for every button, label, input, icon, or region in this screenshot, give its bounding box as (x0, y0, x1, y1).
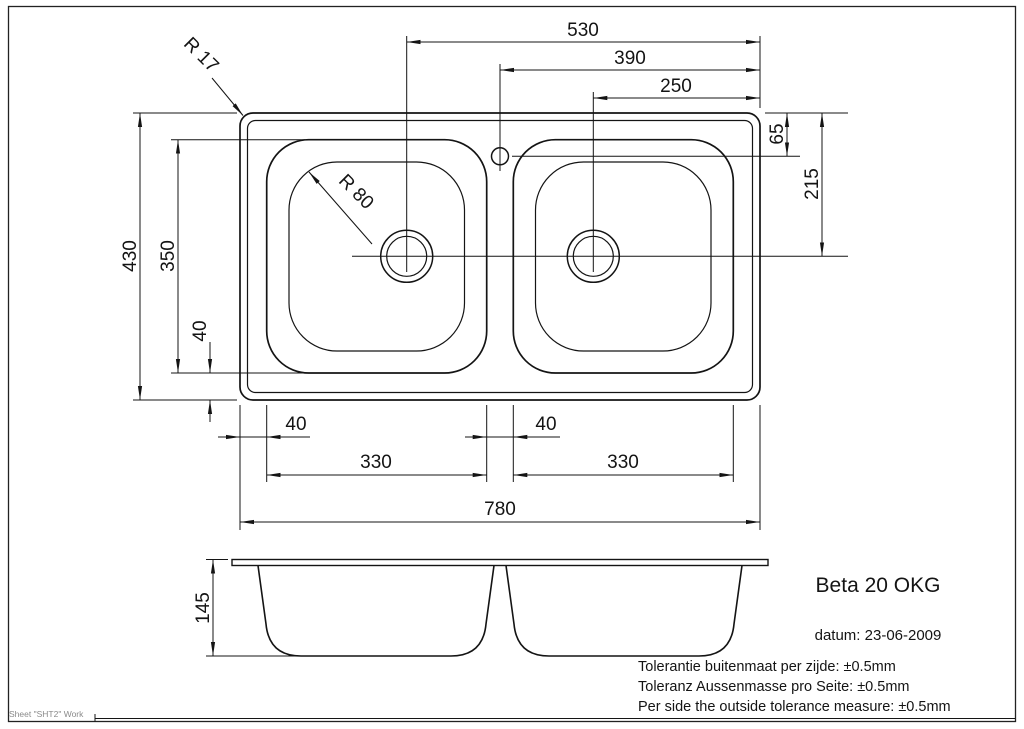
dim-330-right-label: 330 (607, 452, 639, 473)
extension-lines (133, 36, 848, 657)
dim-145-label: 145 (193, 592, 214, 624)
dim-350-label: 350 (158, 240, 179, 272)
sheet-note: Sheet "SHT2" Work (9, 709, 84, 719)
dim-530-label: 530 (567, 20, 599, 41)
side-view-right-bowl (505, 565, 743, 657)
dim-780-label: 780 (484, 499, 516, 520)
product-name: Beta 20 OKG (816, 574, 941, 597)
tolerance-line-en: Per side the outside tolerance measure: … (638, 699, 951, 715)
dim-430-label: 430 (120, 240, 141, 272)
r80-leader-line (308, 171, 373, 245)
dim-215-label: 215 (802, 168, 823, 200)
dim-330-left-label: 330 (360, 452, 392, 473)
side-view-left-bowl (257, 565, 495, 657)
dim-65-label: 65 (767, 123, 788, 144)
dim-250-label: 250 (660, 76, 692, 97)
tolerance-line-nl: Tolerantie buitenmaat per zijde: ±0.5mm (638, 659, 896, 675)
date-label: datum: 23-06-2009 (815, 627, 942, 644)
r17-leader-line (211, 77, 244, 116)
dim-40-left-label: 40 (190, 320, 211, 341)
dim-390-label: 390 (614, 48, 646, 69)
side-view-rim (231, 558, 769, 567)
dim-40-bottomleft-label: 40 (285, 414, 306, 435)
tolerance-line-de: Toleranz Aussenmasse pro Seite: ±0.5mm (638, 679, 910, 695)
dim-40-bottommid-label: 40 (535, 414, 556, 435)
